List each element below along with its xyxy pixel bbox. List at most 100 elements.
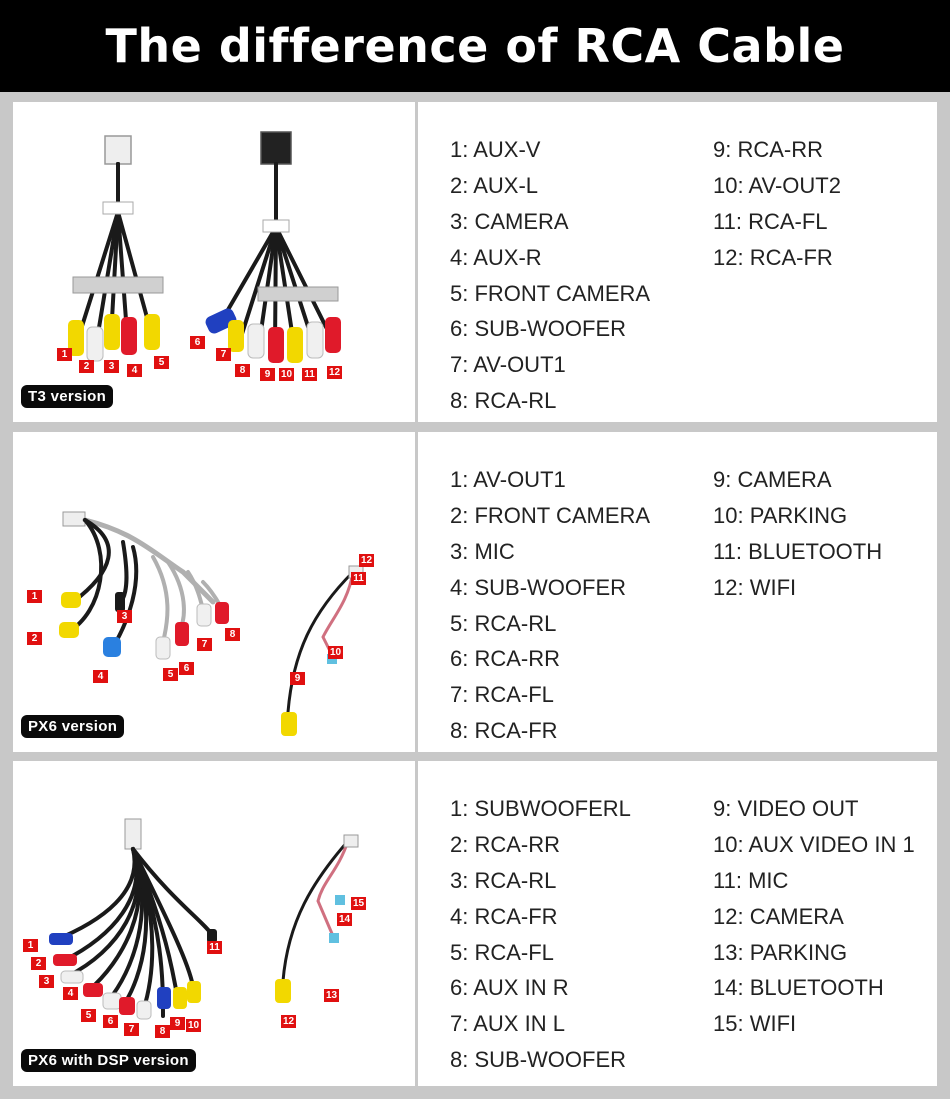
- list-item: 6: SUB-WOOFER: [450, 316, 627, 342]
- callout-number: 13: [324, 989, 339, 1002]
- list-item: 8: SUB-WOOFER: [450, 1047, 627, 1073]
- list-item: 2: AUX-L: [450, 172, 539, 198]
- callout-number: 3: [104, 360, 119, 373]
- px6-cable-illustration: [59, 511, 364, 736]
- pin-list-column-1: 1: AUX-V 2: AUX-L 3: CAMERA 4: AUX-R 5: …: [450, 132, 650, 419]
- callout-number: 9: [170, 1017, 185, 1030]
- list-item: 3: RCA-RL: [450, 867, 557, 893]
- pin-list-column-1: 1: SUBWOOFERL 2: RCA-RR 3: RCA-RL 4: RCA…: [450, 791, 631, 1078]
- callout-number: 2: [27, 632, 42, 645]
- list-item: 10: AV-OUT2: [713, 172, 841, 198]
- comparison-table: 1 2 3 4 5 6 7 8 9 10 11 12 T3 version 1:…: [0, 92, 950, 1099]
- callout-number: 1: [23, 939, 38, 952]
- page-title: The difference of RCA Cable: [105, 19, 845, 73]
- list-item: 9: VIDEO OUT: [713, 796, 859, 821]
- list-item: 12: WIFI: [713, 574, 797, 600]
- px6-pin-list: 1: AV-OUT1 2: FRONT CAMERA 3: MIC 4: SUB…: [418, 432, 937, 752]
- px6-dsp-cable-illustration: [49, 818, 359, 1020]
- callout-number: 9: [260, 368, 275, 381]
- callout-number: 10: [279, 368, 294, 381]
- list-item: 12: RCA-FR: [713, 244, 833, 270]
- callout-number: 12: [327, 366, 342, 379]
- callout-number: 9: [290, 672, 305, 685]
- callout-number: 3: [117, 610, 132, 623]
- list-item: 2: RCA-RR: [450, 831, 561, 857]
- callout-number: 8: [235, 364, 250, 377]
- t3-pin-list: 1: AUX-V 2: AUX-L 3: CAMERA 4: AUX-R 5: …: [418, 102, 937, 422]
- list-item: 7: AUX IN L: [450, 1011, 565, 1037]
- version-badge: PX6 with DSP version: [21, 1049, 196, 1072]
- px6-dsp-pin-list: 1: SUBWOOFERL 2: RCA-RR 3: RCA-RL 4: RCA…: [418, 761, 937, 1086]
- list-item: 3: CAMERA: [450, 208, 569, 234]
- list-item: 7: AV-OUT1: [450, 352, 566, 378]
- callout-number: 6: [103, 1015, 118, 1028]
- pin-list-column-2: 9: RCA-RR 10: AV-OUT2 11: RCA-FL 12: RCA…: [713, 132, 841, 276]
- list-item: 4: RCA-FR: [450, 903, 558, 929]
- list-item: 10: AUX VIDEO IN 1: [713, 831, 915, 857]
- list-item: 1: AUX-V: [450, 137, 541, 162]
- section-t3: 1 2 3 4 5 6 7 8 9 10 11 12 T3 version 1:…: [13, 102, 937, 422]
- callout-number: 4: [93, 670, 108, 683]
- list-item: 8: RCA-RL: [450, 388, 557, 414]
- list-item: 15: WIFI: [713, 1011, 797, 1037]
- list-item: 11: BLUETOOTH: [713, 538, 883, 564]
- section-px6-dsp: 1 2 3 4 5 6 7 8 9 10 11 12 13 14 15 PX6 …: [13, 761, 937, 1086]
- list-item: 5: RCA-FL: [450, 939, 554, 965]
- callout-number: 4: [127, 364, 142, 377]
- callout-number: 2: [79, 360, 94, 373]
- pin-list-column-2: 9: CAMERA 10: PARKING 11: BLUETOOTH 12: …: [713, 462, 882, 606]
- callout-number: 8: [225, 628, 240, 641]
- callout-number: 7: [216, 348, 231, 361]
- callout-number: 1: [27, 590, 42, 603]
- callout-number: 6: [190, 336, 205, 349]
- version-badge: PX6 version: [21, 715, 125, 738]
- callout-number: 14: [337, 913, 352, 926]
- list-item: 11: MIC: [713, 867, 789, 893]
- t3-cable-illustration: [68, 131, 341, 363]
- callout-number: 11: [351, 572, 366, 585]
- section-px6: 1 2 3 4 5 6 7 8 9 10 11 12 PX6 version 1…: [13, 432, 937, 752]
- list-item: 11: RCA-FL: [713, 208, 828, 234]
- callout-number: 8: [155, 1025, 170, 1038]
- list-item: 1: SUBWOOFERL: [450, 796, 631, 821]
- list-item: 6: RCA-RR: [450, 646, 561, 672]
- list-item: 12: CAMERA: [713, 903, 844, 929]
- callout-number: 15: [351, 897, 366, 910]
- pin-list-column-2: 9: VIDEO OUT 10: AUX VIDEO IN 1 11: MIC …: [713, 791, 915, 1042]
- callout-number: 11: [302, 368, 317, 381]
- callout-number: 12: [281, 1015, 296, 1028]
- callout-number: 5: [163, 668, 178, 681]
- callout-number: 12: [359, 554, 374, 567]
- callout-number: 10: [328, 646, 343, 659]
- list-item: 2: FRONT CAMERA: [450, 502, 651, 528]
- callout-number: 1: [57, 348, 72, 361]
- callout-number: 4: [63, 987, 78, 1000]
- callout-number: 5: [154, 356, 169, 369]
- px6-cable-image: 1 2 3 4 5 6 7 8 9 10 11 12 PX6 version: [13, 432, 415, 752]
- pin-list-column-1: 1: AV-OUT1 2: FRONT CAMERA 3: MIC 4: SUB…: [450, 462, 650, 749]
- px6-dsp-cable-image: 1 2 3 4 5 6 7 8 9 10 11 12 13 14 15 PX6 …: [13, 761, 415, 1086]
- callout-number: 7: [124, 1023, 139, 1036]
- callout-number: 10: [186, 1019, 201, 1032]
- list-item: 1: AV-OUT1: [450, 467, 566, 492]
- page-header: The difference of RCA Cable: [0, 0, 950, 92]
- version-badge: T3 version: [21, 385, 114, 408]
- callout-number: 6: [179, 662, 194, 675]
- list-item: 9: RCA-RR: [713, 137, 824, 162]
- list-item: 4: SUB-WOOFER: [450, 574, 627, 600]
- callout-number: 2: [31, 957, 46, 970]
- list-item: 6: AUX IN R: [450, 975, 569, 1001]
- list-item: 10: PARKING: [713, 502, 848, 528]
- list-item: 5: FRONT CAMERA: [450, 280, 651, 306]
- list-item: 7: RCA-FL: [450, 682, 554, 708]
- list-item: 13: PARKING: [713, 939, 848, 965]
- callout-number: 7: [197, 638, 212, 651]
- callout-number: 5: [81, 1009, 96, 1022]
- list-item: 8: RCA-FR: [450, 718, 558, 744]
- list-item: 4: AUX-R: [450, 244, 542, 270]
- callout-number: 11: [207, 941, 222, 954]
- list-item: 5: RCA-RL: [450, 610, 557, 636]
- callout-number: 3: [39, 975, 54, 988]
- t3-cable-image: 1 2 3 4 5 6 7 8 9 10 11 12 T3 version: [13, 102, 415, 422]
- list-item: 14: BLUETOOTH: [713, 975, 884, 1001]
